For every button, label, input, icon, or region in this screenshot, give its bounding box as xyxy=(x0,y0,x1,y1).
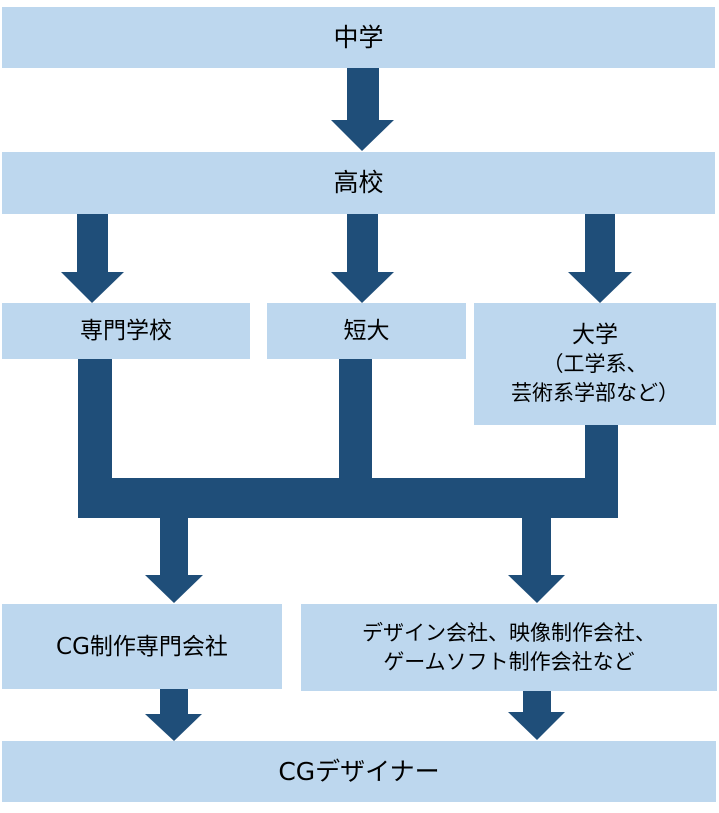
node-note-line1: （工学系、 xyxy=(542,352,648,376)
node-label: 中学 xyxy=(333,22,384,52)
arrow-merge-to-cg-company xyxy=(145,518,203,603)
arrow-merge-to-other-companies xyxy=(508,518,565,603)
node-cg-designer: CGデザイナー xyxy=(2,741,716,802)
node-junior-high: 中学 xyxy=(2,7,715,68)
arrow-cg-company-to-designer xyxy=(145,689,202,741)
node-vocational-school: 専門学校 xyxy=(2,303,250,359)
merge-connector xyxy=(78,359,618,518)
arrow-highschool-to-university xyxy=(568,214,632,303)
node-other-companies: デザイン会社、映像制作会社、 ゲームソフト制作会社など xyxy=(301,604,717,691)
node-cg-production-company: CG制作専門会社 xyxy=(2,604,282,689)
node-junior-college: 短大 xyxy=(267,303,466,359)
arrow-juniorhigh-to-highschool xyxy=(331,68,394,151)
node-university: 大学 （工学系、 芸術系学部など） xyxy=(474,303,716,425)
arrow-highschool-to-vocational xyxy=(61,214,124,303)
node-note-line2: 芸術系学部など） xyxy=(511,381,679,405)
node-label: 高校 xyxy=(333,168,384,197)
arrow-other-companies-to-designer xyxy=(508,691,565,740)
node-label: CGデザイナー xyxy=(278,756,440,786)
node-label: 短大 xyxy=(343,318,390,344)
node-label: 大学 xyxy=(572,322,618,348)
node-label-line2: ゲームソフト制作会社など xyxy=(383,649,635,674)
arrow-highschool-to-juniorcollege xyxy=(331,214,394,303)
node-label: 専門学校 xyxy=(80,318,172,344)
node-label-line1: デザイン会社、映像制作会社、 xyxy=(362,620,656,645)
node-label: CG制作専門会社 xyxy=(56,633,228,660)
node-high-school: 高校 xyxy=(2,152,715,214)
